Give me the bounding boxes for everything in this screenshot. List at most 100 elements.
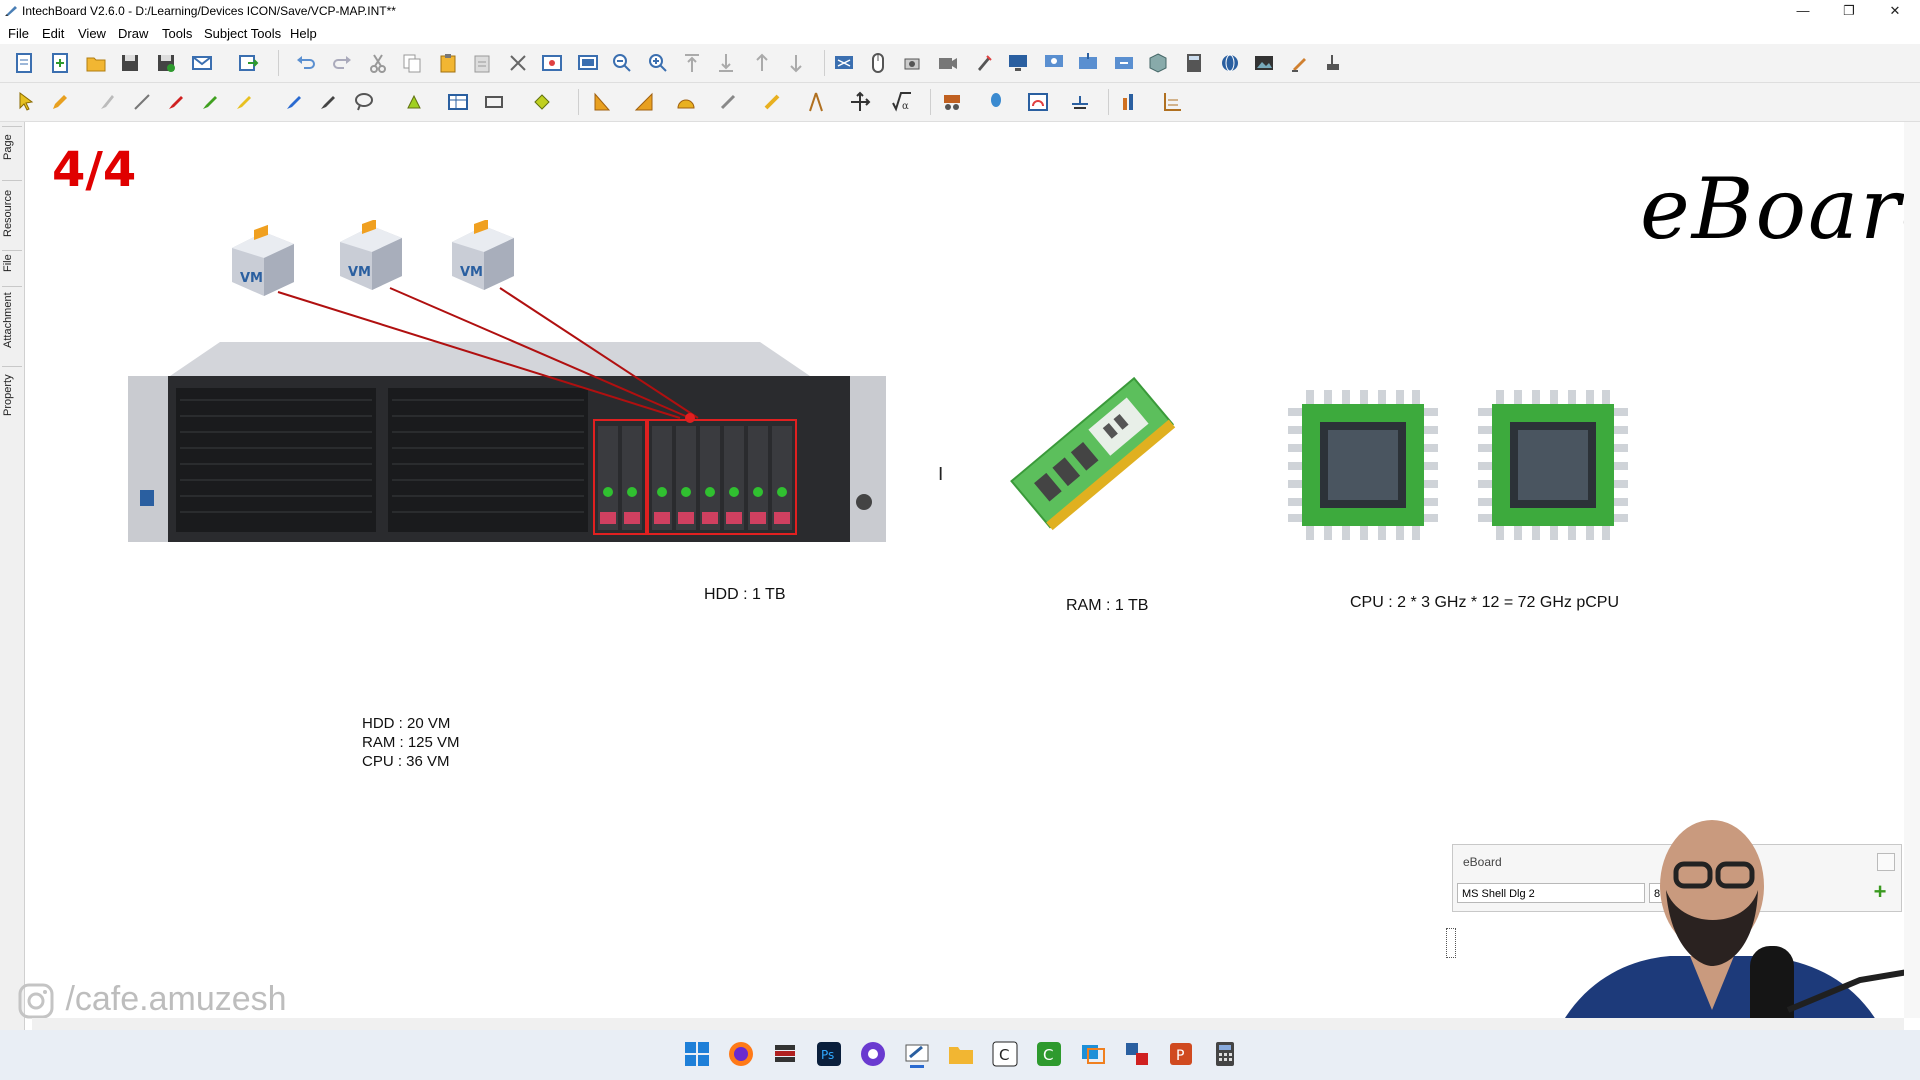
magic-tool-icon[interactable] — [1322, 51, 1346, 75]
camera-icon[interactable] — [902, 51, 926, 75]
set-square-icon[interactable] — [632, 90, 656, 114]
gallery-icon[interactable] — [1252, 51, 1276, 75]
menu-view[interactable]: View — [78, 26, 106, 41]
minimize-button[interactable]: — — [1796, 3, 1810, 18]
c-app-icon[interactable]: C — [990, 1039, 1020, 1069]
camtasia-icon[interactable]: C — [1034, 1039, 1064, 1069]
tab-attachment[interactable]: Attachment — [2, 286, 22, 353]
vm-cube-icon[interactable]: VM — [340, 220, 402, 290]
move-bottom-icon[interactable] — [714, 51, 738, 75]
screen-share-icon[interactable] — [1042, 51, 1066, 75]
insert-image-icon[interactable] — [540, 51, 564, 75]
panel-close-button[interactable] — [1877, 853, 1895, 871]
red-pen-icon[interactable] — [164, 90, 188, 114]
menu-help[interactable]: Help — [290, 26, 317, 41]
objects-icon[interactable] — [940, 90, 964, 114]
video-record-icon[interactable] — [936, 51, 960, 75]
paste-special-icon[interactable] — [470, 51, 494, 75]
font-family-select[interactable]: MS Shell Dlg 2 — [1457, 883, 1645, 903]
copy-icon[interactable] — [400, 51, 424, 75]
open-folder-icon[interactable] — [84, 51, 108, 75]
line-tool-icon[interactable] — [130, 90, 154, 114]
close-button[interactable]: ✕ — [1889, 3, 1901, 18]
globe-icon[interactable] — [1218, 51, 1242, 75]
firefox-icon[interactable] — [726, 1039, 756, 1069]
scale-icon[interactable] — [1068, 90, 1092, 114]
intechboard-taskbar-icon[interactable] — [902, 1039, 932, 1069]
graph-axis-icon[interactable] — [1160, 90, 1184, 114]
cpu-chip-icon[interactable] — [1284, 386, 1442, 544]
powerpoint-icon[interactable]: P — [1166, 1039, 1196, 1069]
zoom-in-icon[interactable] — [646, 51, 670, 75]
zoom-out-icon[interactable] — [610, 51, 634, 75]
screen-broadcast-icon[interactable] — [1076, 51, 1100, 75]
color-fill-icon[interactable] — [530, 90, 554, 114]
vm-cube-icon[interactable]: VM — [452, 220, 514, 290]
network-tool-icon[interactable] — [1122, 1039, 1152, 1069]
ai-app-icon[interactable] — [858, 1039, 888, 1069]
select-arrow-icon[interactable] — [14, 90, 38, 114]
fountain-pen-icon[interactable] — [316, 90, 340, 114]
table-icon[interactable] — [446, 90, 470, 114]
rectangle-icon[interactable] — [482, 90, 506, 114]
tab-page[interactable]: Page — [2, 126, 22, 167]
signature-tool-icon[interactable] — [1288, 51, 1312, 75]
redo-icon[interactable] — [330, 51, 354, 75]
cut-icon[interactable] — [366, 51, 390, 75]
compass-icon[interactable] — [804, 90, 828, 114]
screen-icon[interactable] — [1006, 51, 1030, 75]
menu-file[interactable]: File — [8, 26, 29, 41]
shape-fill-icon[interactable] — [402, 90, 426, 114]
books-app-icon[interactable] — [770, 1039, 800, 1069]
presentation-icon[interactable] — [832, 51, 856, 75]
export-icon[interactable] — [236, 51, 260, 75]
chart-tool-icon[interactable] — [1118, 90, 1142, 114]
windows-start-icon[interactable] — [682, 1039, 712, 1069]
move-up-icon[interactable] — [750, 51, 774, 75]
undo-icon[interactable] — [294, 51, 318, 75]
new-page-icon[interactable] — [12, 51, 36, 75]
green-pen-icon[interactable] — [198, 90, 222, 114]
vertical-scrollbar[interactable] — [1904, 122, 1920, 1018]
remote-screen-icon[interactable] — [1112, 51, 1136, 75]
tab-property[interactable]: Property — [2, 366, 22, 423]
calculator-icon[interactable] — [1182, 51, 1206, 75]
multitask-app-icon[interactable] — [1078, 1039, 1108, 1069]
maximize-button[interactable]: ❐ — [1843, 3, 1855, 18]
calculator-app-icon[interactable] — [1210, 1039, 1240, 1069]
lasso-icon[interactable] — [352, 90, 376, 114]
delete-icon[interactable] — [506, 51, 530, 75]
pen-nib-icon[interactable] — [716, 90, 740, 114]
menu-draw[interactable]: Draw — [118, 26, 149, 41]
triangle-ruler-icon[interactable] — [590, 90, 614, 114]
balloon-icon[interactable] — [984, 90, 1008, 114]
add-page-icon[interactable] — [48, 51, 72, 75]
blue-pen-icon[interactable] — [282, 90, 306, 114]
formula-icon[interactable]: α — [890, 90, 914, 114]
cpu-chip-icon[interactable] — [1474, 386, 1632, 544]
brush-icon[interactable] — [96, 90, 120, 114]
marker-icon[interactable] — [760, 90, 784, 114]
paste-icon[interactable] — [436, 51, 460, 75]
save-icon[interactable] — [118, 51, 142, 75]
highlighter-icon[interactable] — [232, 90, 256, 114]
axis-icon[interactable] — [848, 90, 872, 114]
ram-module-icon[interactable] — [996, 360, 1192, 550]
server-rack-icon[interactable] — [128, 342, 886, 542]
tab-resource[interactable]: Resource — [2, 180, 22, 245]
move-down-icon[interactable] — [784, 51, 808, 75]
menu-tools[interactable]: Tools — [162, 26, 193, 41]
add-text-button[interactable]: + — [1873, 879, 1887, 904]
pencil-icon[interactable] — [48, 90, 72, 114]
move-top-icon[interactable] — [680, 51, 704, 75]
protractor-icon[interactable] — [674, 90, 698, 114]
vm-cube-icon[interactable]: VM — [232, 224, 294, 296]
screen-capture-icon[interactable] — [576, 51, 600, 75]
file-explorer-icon[interactable] — [946, 1039, 976, 1069]
save-as-icon[interactable] — [154, 51, 178, 75]
tab-file[interactable]: File — [2, 250, 22, 275]
menu-subject-tools[interactable]: Subject Tools — [204, 26, 282, 41]
menu-edit[interactable]: Edit — [42, 26, 65, 41]
mouse-icon[interactable] — [866, 51, 890, 75]
horizontal-scrollbar[interactable] — [32, 1018, 1904, 1030]
